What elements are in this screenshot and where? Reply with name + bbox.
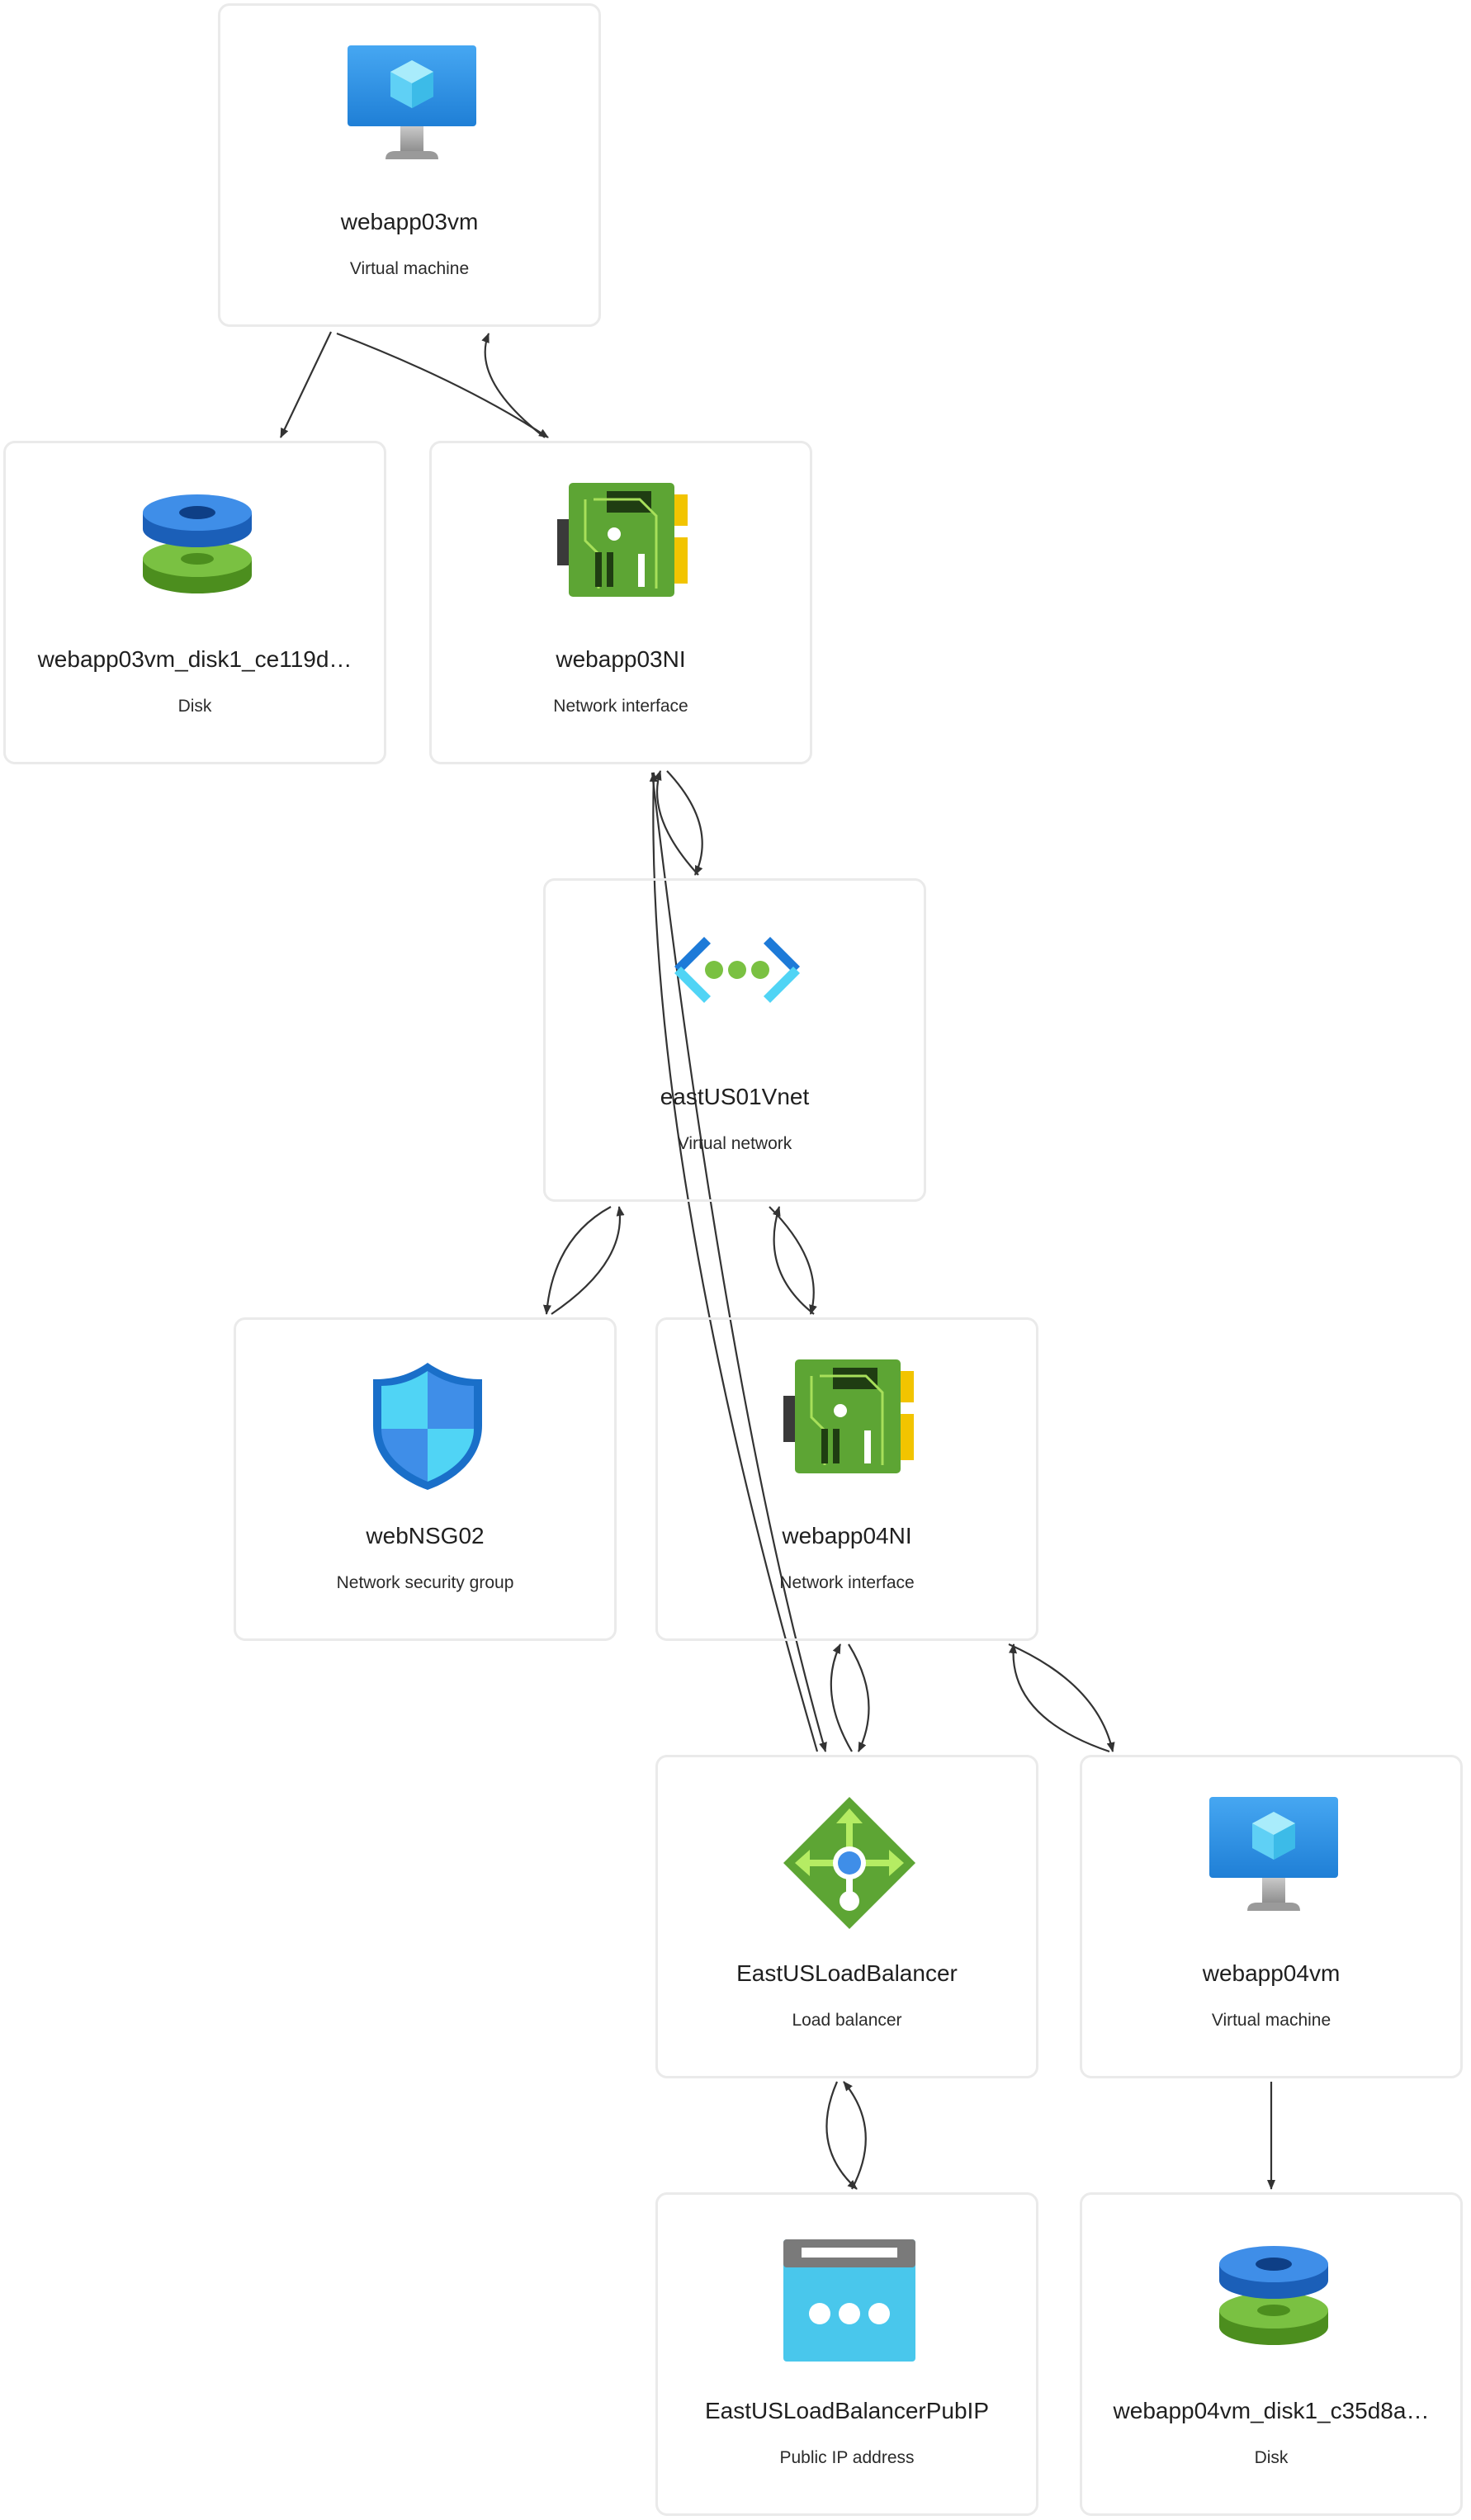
virtual-network-icon [671, 920, 803, 1052]
resource-type: Network interface [779, 1573, 915, 1592]
resource-node-webapp04ni[interactable]: webapp04NI Network interface [655, 1317, 1038, 1641]
resource-type: Virtual network [677, 1134, 792, 1153]
resource-name: EastUSLoadBalancerPubIP [705, 2398, 989, 2423]
resource-node-eastusloadbalancerpubip[interactable]: EastUSLoadBalancerPubIP Public IP address [655, 2192, 1038, 2516]
resource-name: webapp04NI [782, 1523, 912, 1548]
resource-name: webapp04vm [1202, 1960, 1341, 1986]
resource-type: Virtual machine [1211, 2011, 1331, 2030]
resource-type: Network interface [553, 697, 688, 716]
load-balancer-icon [783, 1797, 915, 1929]
public-ip-icon [783, 2234, 915, 2366]
resource-type: Disk [1254, 2448, 1289, 2467]
resource-type: Load balancer [792, 2011, 902, 2030]
resource-type: Virtual machine [349, 259, 470, 278]
resource-name: webapp03vm_disk1_ce119d… [37, 646, 352, 672]
resource-name: webapp04vm_disk1_c35d8a… [1113, 2398, 1430, 2423]
resource-name: webapp03NI [556, 646, 686, 672]
virtual-machine-icon [346, 45, 478, 177]
resource-node-webapp03vm-disk[interactable]: webapp03vm_disk1_ce119d… Disk [3, 441, 386, 764]
network-interface-icon [783, 1359, 915, 1492]
resource-node-webapp04vm-disk[interactable]: webapp04vm_disk1_c35d8a… Disk [1080, 2192, 1463, 2516]
resource-type: Network security group [336, 1573, 514, 1592]
resource-name: eastUS01Vnet [660, 1084, 810, 1109]
resource-type: Public IP address [779, 2448, 915, 2467]
resource-node-webapp03ni[interactable]: webapp03NI Network interface [429, 441, 812, 764]
resource-name: EastUSLoadBalancer [736, 1960, 958, 1986]
resource-name: webNSG02 [366, 1523, 485, 1548]
disk-icon [131, 483, 263, 615]
network-security-group-icon [362, 1359, 494, 1492]
virtual-machine-icon [1208, 1797, 1340, 1929]
network-interface-icon [557, 483, 689, 615]
resource-type: Disk [177, 697, 212, 716]
disk-icon [1208, 2234, 1340, 2366]
resource-name: webapp03vm [340, 209, 479, 234]
